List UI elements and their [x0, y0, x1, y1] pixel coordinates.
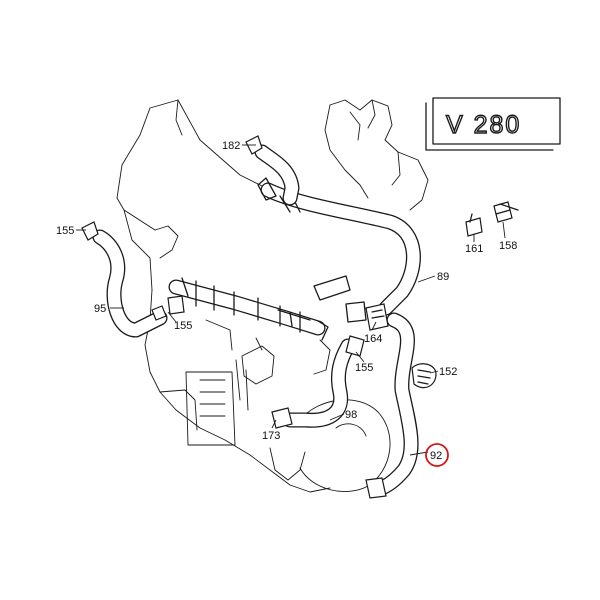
leader-lines [76, 144, 506, 456]
hose-92 [365, 312, 419, 499]
callout-173: 173 [262, 430, 280, 442]
callout-92-highlight-circle [425, 443, 449, 467]
model-badge: V 280 [425, 97, 561, 151]
model-badge-frame [425, 97, 561, 151]
elbow-182 [245, 135, 300, 206]
hose-98 [282, 335, 365, 428]
callout-158: 158 [499, 240, 517, 252]
callout-155-right: 155 [355, 362, 373, 374]
hose-89 [257, 177, 421, 316]
small-parts [151, 201, 519, 429]
callout-161: 161 [465, 243, 483, 255]
callout-98: 98 [345, 409, 357, 421]
callout-152: 152 [439, 366, 457, 378]
engine-block [116, 99, 429, 493]
distribution-rail [168, 277, 329, 341]
callout-labels: 182 155 95 155 161 158 89 164 152 155 98… [56, 140, 517, 467]
model-label: V 280 [446, 111, 521, 139]
callout-155-middle: 155 [174, 320, 192, 332]
callout-92: 92 [430, 450, 442, 462]
callout-182: 182 [222, 140, 240, 152]
callout-89: 89 [437, 271, 449, 283]
callout-155-left: 155 [56, 225, 74, 237]
callout-164: 164 [364, 333, 382, 345]
callout-95: 95 [94, 303, 106, 315]
hose-95 [81, 221, 185, 338]
